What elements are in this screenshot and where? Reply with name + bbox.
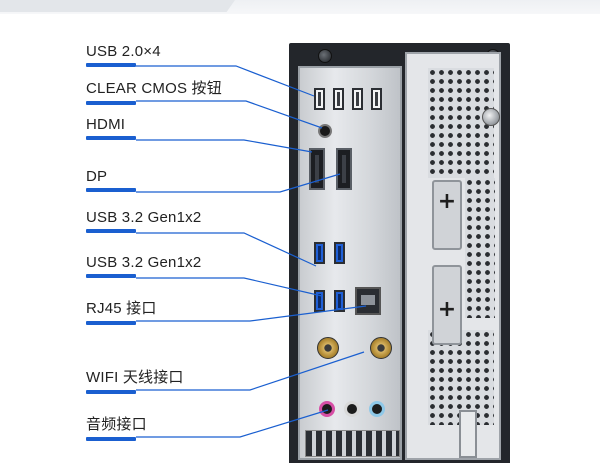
pcie-bracket bbox=[459, 410, 477, 458]
label-underline bbox=[86, 229, 136, 233]
label-rj45-text: RJ45 接口 bbox=[86, 300, 157, 317]
usb2-port[interactable] bbox=[352, 88, 363, 110]
case-screw bbox=[318, 49, 332, 63]
label-underline bbox=[86, 63, 136, 67]
label-wifi: WIFI 天线接口 bbox=[86, 366, 184, 394]
vent-mesh bbox=[428, 330, 494, 425]
label-hdmi-text: HDMI bbox=[86, 116, 126, 133]
usb3-port[interactable] bbox=[314, 242, 325, 264]
usb2-port[interactable] bbox=[371, 88, 382, 110]
label-underline bbox=[86, 136, 136, 140]
thumb-screw[interactable] bbox=[482, 108, 500, 126]
label-dp: DP bbox=[86, 168, 136, 192]
label-underline bbox=[86, 437, 136, 441]
label-clear-cmos-text: CLEAR CMOS 按钮 bbox=[86, 80, 222, 97]
label-hdmi: HDMI bbox=[86, 116, 136, 140]
label-usb2-text: USB 2.0×4 bbox=[86, 43, 161, 60]
plus-icon: + bbox=[437, 297, 457, 322]
usb3-port[interactable] bbox=[334, 290, 345, 312]
label-underline bbox=[86, 101, 136, 105]
label-underline bbox=[86, 274, 136, 278]
header-stripe bbox=[0, 0, 600, 14]
vent-mesh bbox=[428, 68, 494, 178]
label-underline bbox=[86, 321, 136, 325]
label-usb32-b-text: USB 3.2 Gen1x2 bbox=[86, 254, 202, 271]
plus-icon: + bbox=[437, 189, 457, 214]
clear-cmos-button[interactable] bbox=[318, 124, 332, 138]
hdmi-port[interactable] bbox=[309, 148, 325, 190]
label-wifi-text: WIFI 天线接口 bbox=[86, 369, 184, 386]
label-usb2: USB 2.0×4 bbox=[86, 43, 161, 67]
leader-hdmi bbox=[136, 139, 313, 153]
label-underline bbox=[86, 188, 136, 192]
label-audio-text: 音频接口 bbox=[86, 416, 147, 433]
label-usb32-a-text: USB 3.2 Gen1x2 bbox=[86, 209, 202, 226]
usb2-port[interactable] bbox=[314, 88, 325, 110]
label-usb32-a: USB 3.2 Gen1x2 bbox=[86, 209, 201, 233]
audio-mic-jack[interactable] bbox=[319, 401, 335, 417]
expansion-slot-cover bbox=[432, 180, 462, 250]
usb3-port[interactable] bbox=[334, 242, 345, 264]
label-dp-text: DP bbox=[86, 168, 108, 185]
wifi-antenna-connector[interactable] bbox=[317, 337, 339, 359]
usb3-port[interactable] bbox=[314, 290, 325, 312]
dp-port[interactable] bbox=[336, 148, 352, 190]
vent-mesh bbox=[465, 178, 495, 318]
bottom-vent bbox=[305, 430, 400, 457]
audio-line-in-jack[interactable] bbox=[344, 401, 360, 417]
label-underline bbox=[86, 390, 136, 394]
label-audio: 音频接口 bbox=[86, 413, 147, 441]
audio-line-out-jack[interactable] bbox=[369, 401, 385, 417]
expansion-slot-cover bbox=[432, 265, 462, 345]
label-clear-cmos: CLEAR CMOS 按钮 bbox=[86, 77, 222, 105]
label-rj45: RJ45 接口 bbox=[86, 297, 157, 325]
wifi-antenna-connector[interactable] bbox=[370, 337, 392, 359]
label-usb32-b: USB 3.2 Gen1x2 bbox=[86, 254, 201, 278]
usb2-port[interactable] bbox=[333, 88, 344, 110]
rj45-port[interactable] bbox=[355, 287, 381, 315]
